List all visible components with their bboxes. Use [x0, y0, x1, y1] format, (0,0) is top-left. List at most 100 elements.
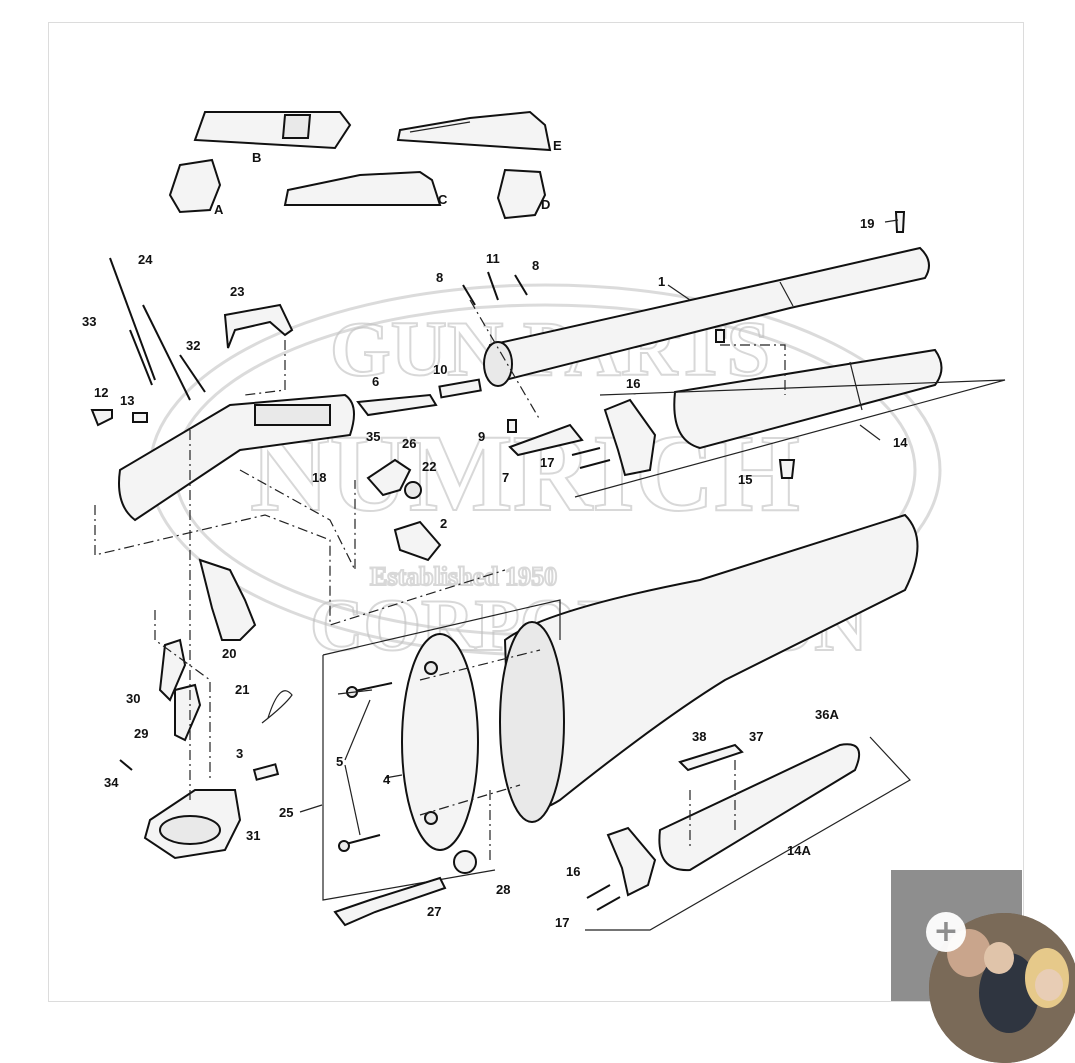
pin-32 — [179, 354, 206, 393]
screw-17a — [571, 447, 601, 456]
label-16b: 16 — [566, 864, 580, 879]
forend-screw — [778, 459, 796, 479]
forend-14A-plane — [585, 736, 911, 931]
label-35: 35 — [366, 429, 380, 444]
leader-5a — [337, 689, 373, 695]
label-1: 1 — [658, 274, 665, 289]
leader-25 — [299, 804, 323, 813]
pin-8b — [514, 274, 528, 296]
leader-14 — [859, 424, 881, 441]
spring-9 — [507, 419, 517, 433]
label-D: D — [541, 197, 550, 212]
leader-5b — [344, 699, 371, 761]
screw-17c — [586, 884, 611, 899]
zoom-in-icon[interactable]: + — [926, 912, 966, 952]
label-33: 33 — [82, 314, 96, 329]
forend-iron-lower — [606, 826, 657, 897]
part-labels: B E A C D 19 24 11 8 8 1 23 33 32 10 6 1… — [82, 138, 908, 930]
label-18: 18 — [312, 470, 326, 485]
assembly-line-12 — [154, 610, 211, 780]
zoom-in-glyph: + — [933, 914, 959, 949]
label-21: 21 — [235, 682, 249, 697]
label-4: 4 — [383, 772, 391, 787]
label-29: 29 — [134, 726, 148, 741]
label-31: 31 — [246, 828, 260, 843]
receiver — [118, 393, 355, 522]
leader-19 — [884, 219, 899, 223]
firing-pin — [356, 393, 438, 417]
label-28: 28 — [496, 882, 510, 897]
label-C: C — [438, 192, 448, 207]
buttplate-screw-lower — [338, 834, 381, 852]
label-32: 32 — [186, 338, 200, 353]
label-25: 25 — [279, 805, 293, 820]
sear — [158, 638, 187, 702]
stock-bolt — [333, 876, 447, 927]
label-6: 6 — [372, 374, 379, 389]
stock-plane-line — [322, 599, 561, 656]
hammer — [198, 558, 257, 641]
label-11: 11 — [486, 251, 500, 266]
label-38: 38 — [692, 729, 706, 744]
sight-C — [283, 170, 442, 206]
label-14A: 14A — [787, 843, 811, 858]
firing-pin-spring — [438, 378, 482, 399]
forend-14A — [658, 743, 860, 872]
label-26: 26 — [402, 436, 416, 451]
screw-17b — [579, 459, 611, 469]
trigger-spring — [252, 763, 280, 781]
lock-bar — [508, 423, 584, 457]
label-5: 5 — [336, 754, 343, 769]
label-19: 19 — [860, 216, 874, 231]
leader-1 — [667, 284, 691, 301]
assembly-line-3 — [239, 469, 356, 571]
label-3: 3 — [236, 746, 243, 761]
part-2 — [393, 520, 442, 562]
label-30: 30 — [126, 691, 140, 706]
label-20: 20 — [222, 646, 236, 661]
pin-11 — [487, 271, 499, 301]
label-8b: 8 — [532, 258, 539, 273]
label-22: 22 — [422, 459, 436, 474]
forend-iron — [603, 398, 657, 477]
extractor — [223, 303, 294, 349]
spring-22 — [404, 481, 422, 499]
escutcheon — [678, 743, 744, 772]
label-13: 13 — [120, 393, 134, 408]
assembly-line-5 — [469, 299, 541, 421]
label-10: 10 — [433, 362, 447, 377]
label-15: 15 — [738, 472, 752, 487]
screw-12 — [90, 409, 113, 427]
buttstock — [499, 513, 919, 823]
front-sight-bead — [894, 211, 906, 233]
label-7: 7 — [502, 470, 509, 485]
assembly-line-4 — [244, 340, 286, 396]
label-34: 34 — [104, 775, 119, 790]
label-17a: 17 — [540, 455, 554, 470]
pin-24 — [109, 257, 156, 381]
assembly-line-7 — [419, 649, 541, 681]
sight-A — [168, 158, 222, 214]
screw-34 — [119, 759, 133, 771]
sight-E — [396, 110, 552, 152]
part-26 — [366, 458, 412, 497]
label-17b: 17 — [555, 915, 569, 930]
assembly-line-6 — [720, 344, 786, 395]
label-2: 2 — [440, 516, 447, 531]
label-B: B — [252, 150, 261, 165]
label-9: 9 — [478, 429, 485, 444]
forend — [574, 348, 1006, 498]
pin-33a — [142, 304, 191, 401]
label-E: E — [553, 138, 562, 153]
butt-plate — [401, 633, 479, 851]
label-27: 27 — [427, 904, 441, 919]
label-A: A — [214, 202, 224, 217]
assembly-line-8 — [419, 784, 521, 816]
sight-B — [193, 111, 352, 150]
spring-13 — [132, 412, 148, 423]
label-36A: 36A — [815, 707, 839, 722]
watermark-established: Established 1950 — [370, 562, 557, 591]
label-16a: 16 — [626, 376, 640, 391]
sight-D — [496, 168, 547, 220]
trigger — [174, 683, 202, 742]
